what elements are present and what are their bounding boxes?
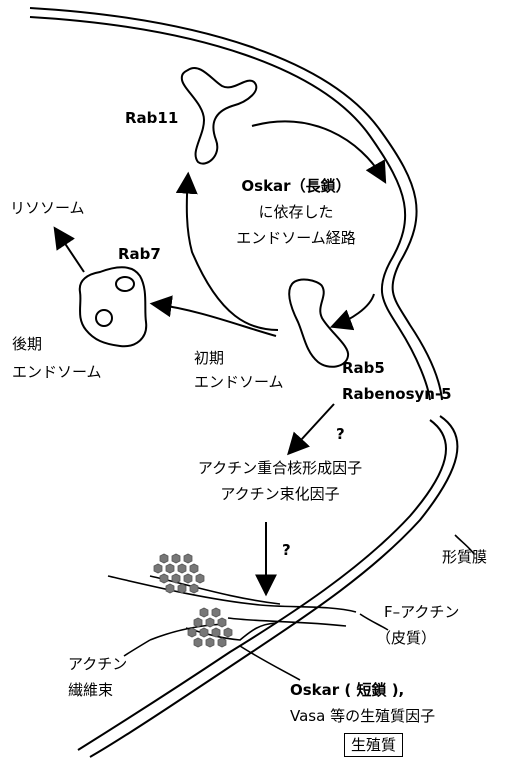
oskar-short-label: Oskar ( 短鎖 ), (290, 680, 404, 700)
early-endosome-label-1: 初期 (194, 349, 225, 367)
oskar-long-line3: エンドソーム経路 (236, 229, 356, 247)
germ-plasm-particles-left (153, 553, 205, 594)
germ-plasm-box: 生殖質 (344, 733, 404, 757)
pathway-arrows (53, 120, 387, 597)
oskar-short-line1: Oskar ( 短鎖 ), (290, 681, 405, 699)
actin-bundling-factor-label: アクチン束化因子 (220, 485, 340, 503)
early-endosome-vesicle (288, 278, 350, 368)
late-endosome-label-1: 後期 (12, 335, 43, 353)
vasa-label: Vasa 等の生殖質因子 (290, 707, 436, 725)
f-actin-label-2: （皮質） (376, 629, 437, 647)
oskar-long-label: Oskar（長鎖） (241, 176, 350, 196)
label-pointer-lines (123, 534, 475, 681)
lower-cell-membrane (77, 415, 459, 758)
question-mark-2: ? (282, 541, 291, 559)
actin-nucleation-factor-label: アクチン重合核形成因子 (197, 459, 363, 477)
rab11-label: Rab11 (125, 109, 179, 127)
actin-bundle-label-2: 繊維束 (68, 681, 114, 699)
actin-bundle-label-1: アクチン (68, 655, 128, 673)
question-mark-1: ? (336, 425, 345, 443)
germ-plasm-particles-center (187, 607, 233, 648)
late-endosome (78, 266, 148, 348)
plasma-membrane-label: 形質膜 (442, 548, 488, 566)
early-endosome-label-2: エンドソーム (194, 373, 284, 391)
lysosome-label: リソソーム (10, 199, 85, 217)
upper-cell-membrane (29, 7, 443, 401)
f-actin-label-1: F–アクチン (384, 603, 460, 621)
rab5-label: Rab5 (342, 359, 385, 377)
oskar-long-line2: に依存した (258, 203, 334, 221)
rab7-label: Rab7 (118, 245, 161, 263)
late-endosome-label-2: エンドソーム (12, 363, 102, 381)
oskar-long-line1: Oskar（長鎖） (241, 177, 351, 195)
rabenosyn-label: Rabenosyn-5 (342, 385, 452, 403)
rab11-vesicle (180, 67, 258, 165)
